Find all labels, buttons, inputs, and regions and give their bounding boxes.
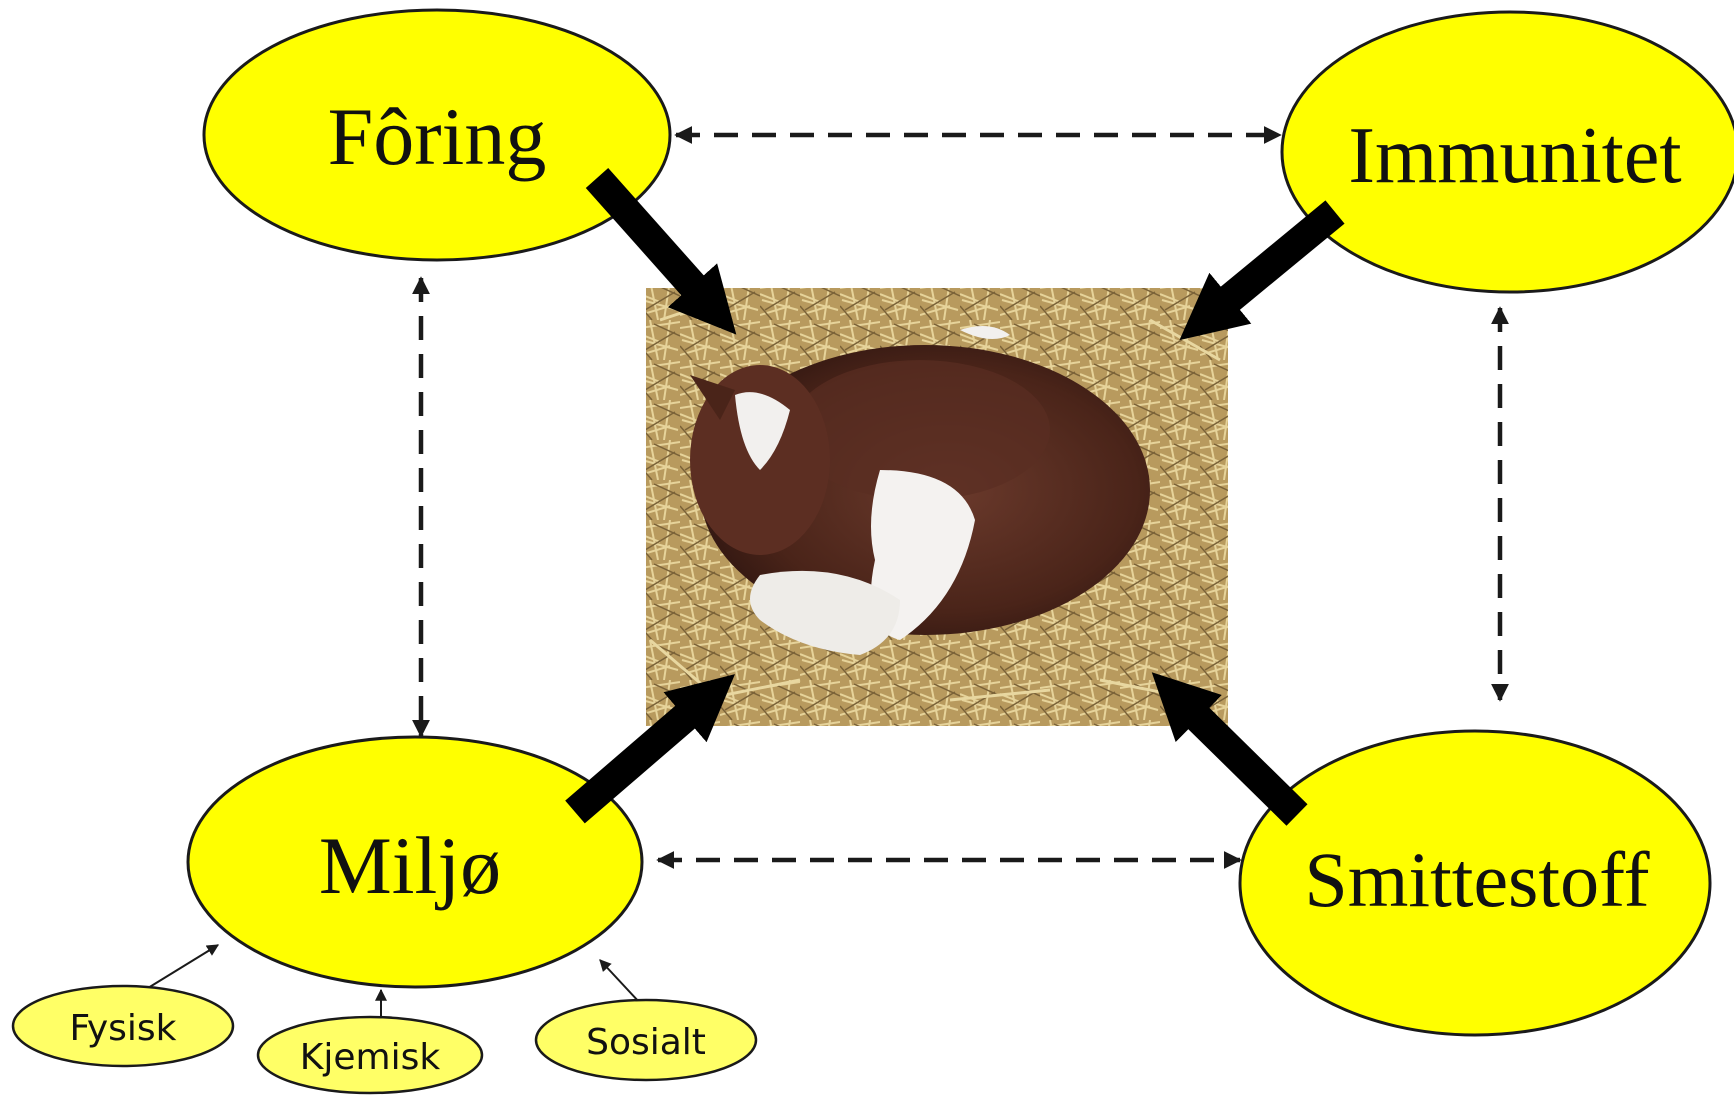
node-fysisk: Fysisk [13, 986, 233, 1066]
node-miljo-label: Miljø [319, 820, 501, 911]
node-miljo: Miljø [188, 737, 642, 987]
thick-arrow-foring-calf [597, 178, 710, 305]
thin-arrow-sosialt-miljo [600, 960, 640, 1003]
thin-arrow-fysisk-miljo [148, 945, 218, 988]
node-smittestoff-label: Smittestoff [1304, 836, 1649, 923]
node-immunitet-label: Immunitet [1348, 112, 1681, 200]
node-kjemisk: Kjemisk [258, 1017, 482, 1093]
node-foring: Fôring [204, 10, 670, 260]
node-fysisk-label: Fysisk [69, 1008, 176, 1049]
node-kjemisk-label: Kjemisk [300, 1037, 441, 1078]
node-smittestoff: Smittestoff [1240, 731, 1710, 1035]
calf-photo [646, 288, 1228, 726]
thick-arrow-miljo-calf [575, 700, 705, 812]
thick-arrow-smittestoff-calf [1180, 700, 1297, 815]
node-immunitet: Immunitet [1282, 12, 1734, 292]
node-sosialt-label: Sosialt [586, 1022, 706, 1063]
thick-arrow-immunitet-calf [1210, 212, 1335, 315]
node-foring-label: Fôring [328, 91, 547, 182]
node-sosialt: Sosialt [536, 1000, 756, 1080]
